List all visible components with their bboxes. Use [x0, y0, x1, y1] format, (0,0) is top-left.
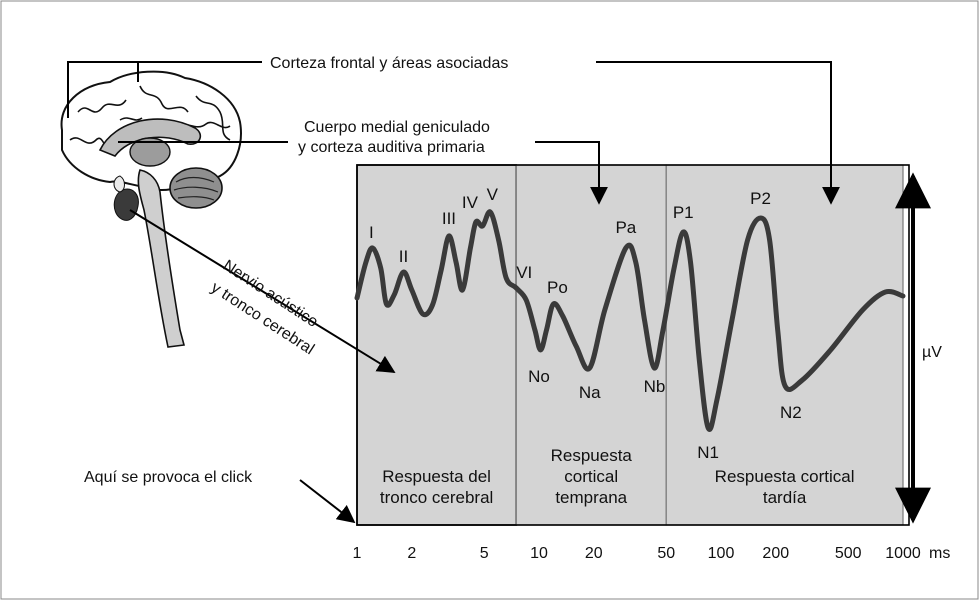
medial-geniculate-callout: Cuerpo medial geniculado y corteza audit… [118, 119, 608, 205]
wave-label-na: Na [579, 383, 601, 402]
wave-label-n1: N1 [697, 443, 719, 462]
wave-label-iii: III [442, 209, 456, 228]
x-tick-50: 50 [657, 545, 675, 562]
wave-label-vi: VI [516, 263, 532, 282]
x-tick-1000: 1000 [885, 545, 921, 562]
medial-geniculate-label-1: Cuerpo medial geniculado [304, 119, 490, 136]
wave-label-i: I [369, 223, 374, 242]
region-label-3-line-2: tardía [763, 488, 807, 507]
x-tick-2: 2 [407, 545, 416, 562]
wave-label-nb: Nb [644, 377, 666, 396]
click-label: Aquí se provoca el click [84, 469, 253, 486]
x-tick-100: 100 [708, 545, 735, 562]
region-label-2-line-2: cortical [564, 467, 618, 486]
cerebellum-icon [169, 167, 223, 209]
brainstem-icon [137, 169, 186, 348]
x-tick-10: 10 [530, 545, 548, 562]
x-tick-1: 1 [353, 545, 362, 562]
x-tick-500: 500 [835, 545, 862, 562]
region-labels: Respuesta del tronco cerebral Respuesta cor… [380, 446, 855, 507]
brain-illustration-icon [60, 70, 242, 348]
frontal-cortex-label: Corteza frontal y áreas asociadas [270, 55, 508, 72]
x-axis-unit: ms [929, 545, 950, 562]
wave-label-ii: II [399, 247, 408, 266]
x-tick-5: 5 [480, 545, 489, 562]
frontal-cortex-callout: Corteza frontal y áreas asociadas [67, 55, 840, 205]
wave-label-iv: IV [462, 193, 479, 212]
region-label-2-line-3: temprana [555, 488, 627, 507]
region-label-1-line-2: tronco cerebral [380, 488, 493, 507]
x-axis-ticks: 1 2 5 10 20 50 100 200 500 1000 ms [353, 545, 951, 562]
x-tick-200: 200 [762, 545, 789, 562]
wave-label-v: V [487, 185, 499, 204]
wave-label-no: No [528, 367, 550, 386]
evoked-waveform [354, 209, 906, 432]
click-callout: Aquí se provoca el click [84, 469, 356, 524]
medial-geniculate-label-2: y corteza auditiva primaria [298, 139, 485, 156]
wave-label-po: Po [547, 278, 568, 297]
wave-label-p2: P2 [750, 189, 771, 208]
x-tick-20: 20 [585, 545, 603, 562]
region-label-1-line-1: Respuesta del [382, 467, 491, 486]
wave-label-p1: P1 [673, 203, 694, 222]
wave-label-n2: N2 [780, 403, 802, 422]
region-label-3-line-1: Respuesta cortical [715, 467, 855, 486]
region-label-2-line-1: Respuesta [551, 446, 633, 465]
y-axis-unit: µV [922, 344, 942, 361]
wave-label-pa: Pa [615, 218, 636, 237]
